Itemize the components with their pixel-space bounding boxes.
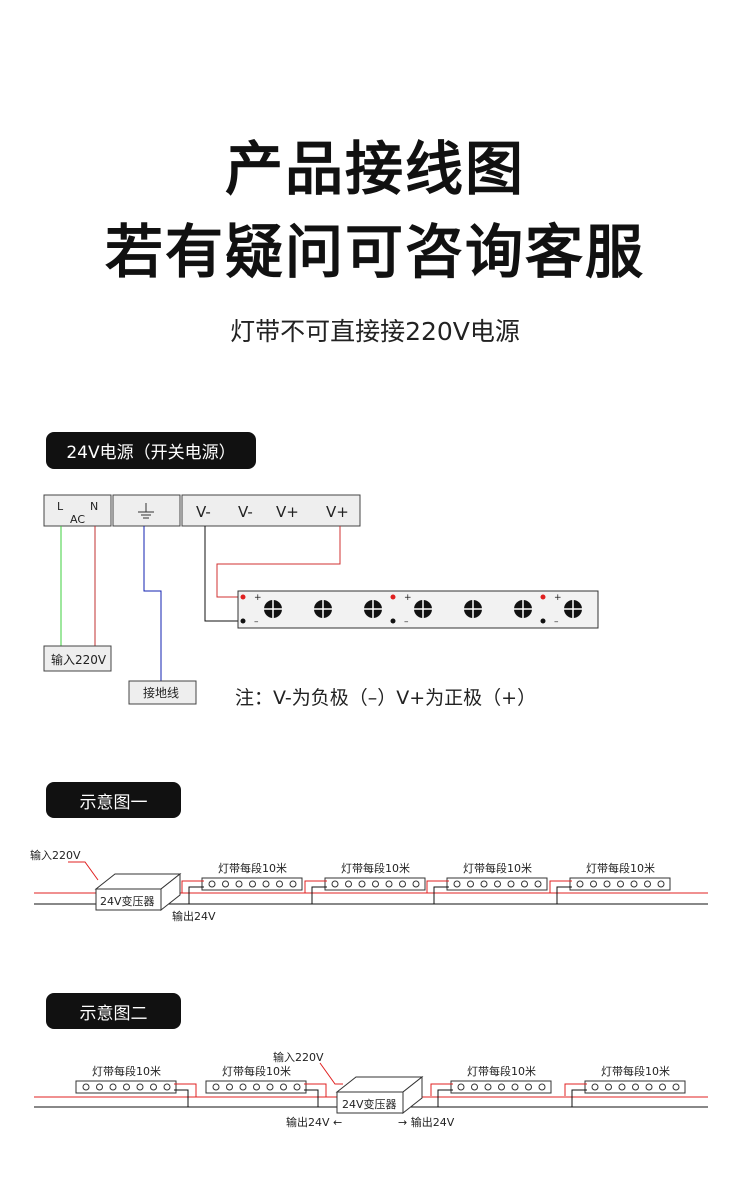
- led-strip-segment: 灯带每段10米: [181, 861, 303, 904]
- input-label: 输入220V: [30, 848, 81, 862]
- svg-text:V+: V+: [276, 503, 299, 521]
- transformer-1: 24V变压器: [94, 872, 182, 912]
- page-title: 产品接线图: [224, 135, 525, 203]
- led-icon: [464, 600, 482, 618]
- led-strip-segment: 灯带每段10米: [426, 861, 548, 904]
- plus-sign: +: [254, 593, 262, 603]
- strip-label: 灯带每段10米: [218, 861, 287, 875]
- svg-text:AC: AC: [70, 513, 85, 526]
- svg-text:24V变压器: 24V变压器: [342, 1097, 397, 1111]
- output-right: → 输出24V: [398, 1115, 455, 1129]
- led-strip-segment: 灯带每段10米: [304, 861, 426, 904]
- svg-text:V+: V+: [326, 503, 349, 521]
- strip-label: 灯带每段10米: [222, 1064, 291, 1078]
- led-icon: [264, 600, 282, 618]
- strip-label: 灯带每段10米: [341, 861, 410, 875]
- transformer-2: 24V变压器: [335, 1075, 424, 1115]
- led-strip-segment: 灯带每段10米: [549, 861, 671, 904]
- strip-label: 灯带每段10米: [92, 1064, 161, 1078]
- output-label: 输出24V: [172, 909, 216, 923]
- strip-label: 灯带每段10米: [601, 1064, 670, 1078]
- section-badge-power: 24V电源（开关电源）: [46, 432, 256, 469]
- svg-text:接地线: 接地线: [143, 685, 179, 700]
- svg-text:输入220V: 输入220V: [51, 652, 107, 667]
- input-220v-box: 输入220V: [43, 645, 112, 672]
- page-subtitle: 若有疑问可咨询客服: [104, 218, 645, 286]
- wire-negative: [204, 526, 243, 622]
- led-icon: [364, 600, 382, 618]
- strip-label: 灯带每段10米: [467, 1064, 536, 1078]
- minus-sign: –: [554, 617, 559, 627]
- minus-sign: –: [404, 617, 409, 627]
- led-icon: [564, 600, 582, 618]
- svg-text:V-: V-: [238, 503, 253, 521]
- wire-positive: [216, 526, 341, 598]
- strip-label: 灯带每段10米: [463, 861, 532, 875]
- svg-text:24V变压器: 24V变压器: [100, 894, 155, 908]
- plus-sign: +: [554, 593, 562, 603]
- led-strip-segment: 灯带每段10米: [430, 1064, 552, 1107]
- wire-ground: [143, 526, 162, 681]
- terminal-ac: L N AC: [43, 494, 112, 527]
- input-label-2: 输入220V: [273, 1050, 324, 1064]
- led-icon: [314, 600, 332, 618]
- minus-sign: –: [254, 617, 259, 627]
- strip-label: 灯带每段10米: [586, 861, 655, 875]
- section-badge-diagram1: 示意图一: [46, 782, 181, 818]
- warning-text: 灯带不可直接接220V电源: [230, 317, 520, 346]
- led-strip: + – + – + –: [237, 590, 599, 629]
- led-icon: [414, 600, 432, 618]
- led-strip-segment: 灯带每段10米: [564, 1064, 686, 1107]
- section-badge-diagram2: 示意图二: [46, 993, 181, 1029]
- svg-text:L: L: [57, 500, 64, 513]
- ground-wire-box: 接地线: [128, 680, 197, 705]
- ground-icon: [138, 503, 154, 519]
- plus-sign: +: [404, 593, 412, 603]
- terminal-ground: [112, 494, 181, 527]
- svg-text:V-: V-: [196, 503, 211, 521]
- output-left: 输出24V ←: [286, 1115, 342, 1129]
- terminal-dc: V- V- V+ V+: [181, 494, 361, 527]
- polarity-note: 注：V-为负极（–）V+为正极（+）: [235, 687, 536, 709]
- led-icon: [514, 600, 532, 618]
- svg-text:N: N: [90, 500, 98, 513]
- led-strip-segment: 灯带每段10米: [205, 1064, 327, 1107]
- led-strip-segment: 灯带每段10米: [75, 1064, 197, 1107]
